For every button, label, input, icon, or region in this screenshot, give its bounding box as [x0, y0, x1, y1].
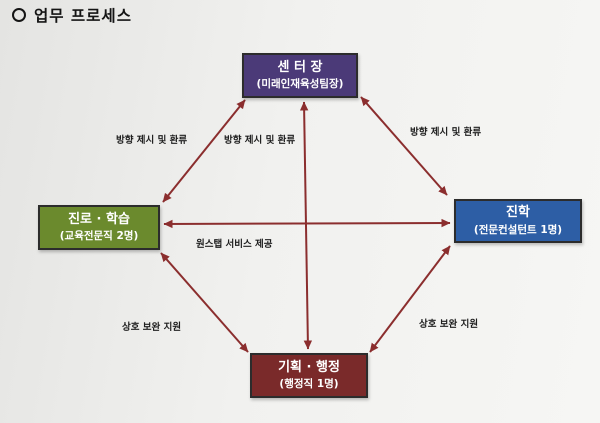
arrow-career-admission — [163, 218, 451, 229]
node-career-subtitle: (교육전문직 2명) — [59, 230, 139, 243]
circle-bullet-icon — [12, 8, 26, 22]
node-admin-title: 기획 · 행정 — [278, 359, 340, 375]
node-career-learning: 진로 · 학습 (교육전문직 2명) — [38, 205, 160, 250]
label-one-stop-service: 원스탭 서비스 제공 — [196, 239, 273, 250]
label-support-right: 상호 보완 지원 — [419, 319, 479, 330]
node-admission-title: 진학 — [506, 205, 530, 221]
arrow-center-career — [162, 99, 246, 203]
node-admission: 진학 (전문컨설턴트 1명) — [454, 199, 582, 243]
slide-heading: 업무 프로세스 — [12, 4, 132, 26]
node-center-subtitle: (미래인재육성팀장) — [256, 78, 344, 91]
arrow-career-admin — [160, 252, 249, 353]
label-support-left: 상호 보완 지원 — [122, 322, 182, 333]
arrow-admission-admin — [369, 245, 451, 353]
node-admin-subtitle: (행정직 1명) — [279, 378, 339, 391]
node-center-director: 센 터 장 (미래인재육성팀장) — [242, 53, 358, 98]
node-planning-admin: 기획 · 행정 (행정직 1명) — [250, 353, 368, 398]
node-admission-subtitle: (전문컨설턴트 1명) — [473, 223, 563, 236]
arrow-center-admission — [360, 96, 448, 196]
label-direction-left: 방향 제시 및 환류 — [116, 135, 188, 146]
arrow-center-admin — [299, 101, 313, 350]
label-direction-right: 방향 제시 및 환류 — [410, 127, 482, 138]
node-career-title: 진로 · 학습 — [68, 211, 130, 227]
slide-title: 업무 프로세스 — [34, 7, 132, 25]
label-direction-center: 방향 제시 및 환류 — [224, 135, 296, 146]
node-center-title: 센 터 장 — [277, 59, 323, 75]
